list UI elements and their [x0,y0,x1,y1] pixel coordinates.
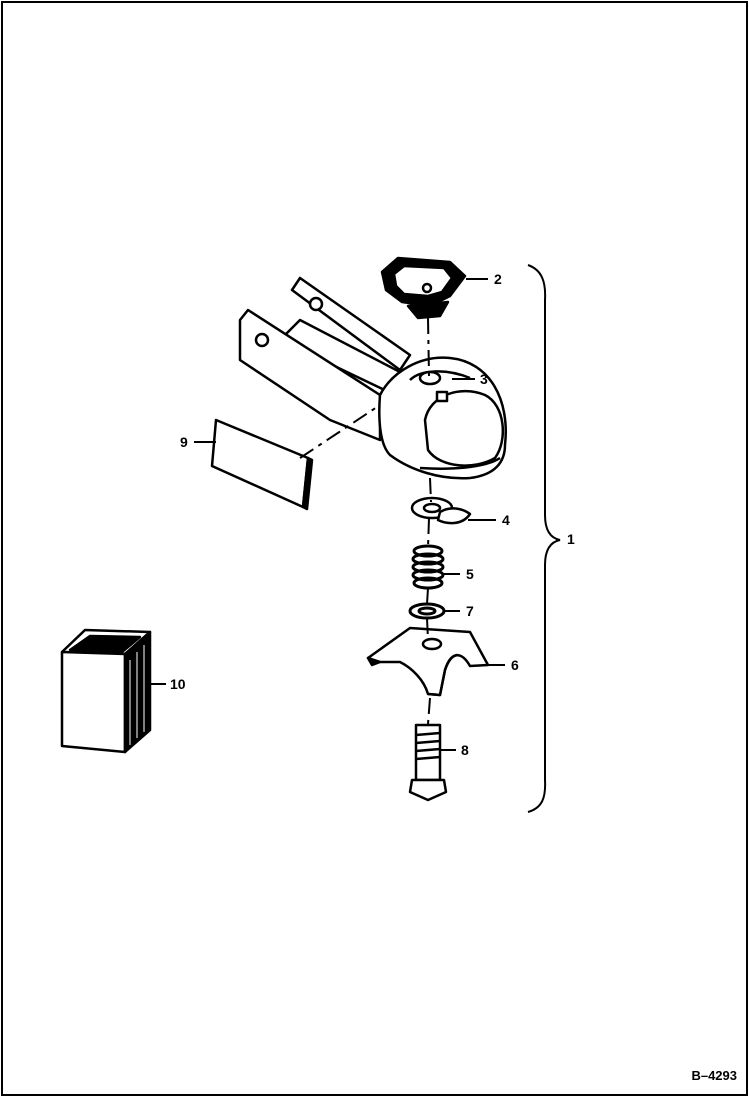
callout-7: 7 [466,603,474,619]
part-7-washer [408,602,446,620]
part-9-pad [210,418,314,511]
assembly-centerlines [299,317,432,725]
callout-6: 6 [511,657,519,673]
part-5-spring [411,544,445,590]
figure-id: B–4293 [691,1068,737,1083]
callout-4: 4 [502,512,510,528]
callout-5: 5 [466,566,474,582]
callout-2: 2 [494,271,502,287]
part-6-saddle [366,626,490,697]
leader-lines [150,278,505,751]
callout-3: 3 [480,371,488,387]
callout-1: 1 [567,531,575,547]
assembly-bracket [527,264,561,813]
part-3-coupler-body [238,276,507,480]
callout-10: 10 [170,676,186,692]
part-8-bolt [408,723,448,802]
callout-9: 9 [180,434,188,450]
part-4-lever [410,496,472,525]
part-10-block [60,628,152,754]
part-2-cap [380,256,467,320]
callout-8: 8 [461,742,469,758]
